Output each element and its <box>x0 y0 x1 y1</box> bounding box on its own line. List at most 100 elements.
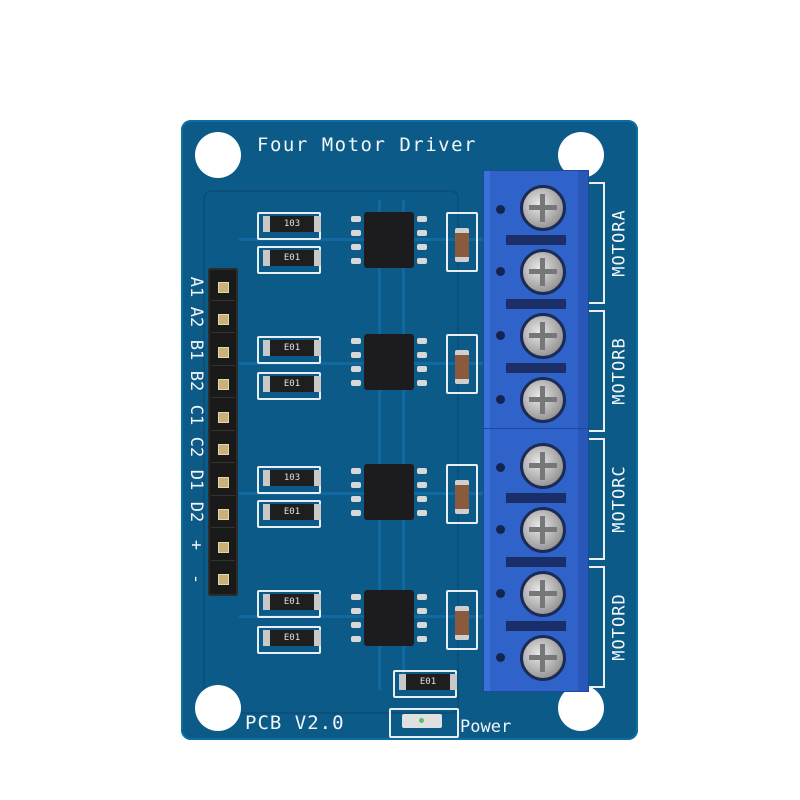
pin-label-minus: - <box>186 573 206 585</box>
divider <box>211 300 235 301</box>
header-pin[interactable] <box>218 477 229 488</box>
resistor: 103 <box>263 216 321 232</box>
screw-terminal[interactable] <box>520 443 566 489</box>
pin-label-b2: B2 <box>186 370 206 392</box>
divider <box>211 332 235 333</box>
divider <box>211 397 235 398</box>
terminal-dot <box>496 589 505 598</box>
terminal-dot <box>496 653 505 662</box>
capacitor <box>455 350 469 384</box>
ic-lead <box>417 594 427 600</box>
mounting-hole-bottom-right <box>558 685 604 731</box>
ic-lead <box>417 366 427 372</box>
screw-terminal[interactable] <box>520 635 566 681</box>
capacitor <box>455 606 469 640</box>
ic-lead <box>351 258 361 264</box>
terminal-block-cd[interactable] <box>483 428 589 692</box>
led-indicator <box>419 718 424 723</box>
ic-lead <box>417 216 427 222</box>
screw-terminal[interactable] <box>520 185 566 231</box>
screw-terminal[interactable] <box>520 571 566 617</box>
pin-header[interactable] <box>208 268 238 596</box>
mounting-hole-bottom-left <box>195 685 241 731</box>
terminal-slot <box>506 299 566 309</box>
ic-lead <box>417 496 427 502</box>
header-pin[interactable] <box>218 574 229 585</box>
terminal-block-ab[interactable] <box>483 170 589 434</box>
resistor: E01 <box>263 630 321 646</box>
pin-label-a1: A1 <box>186 276 206 298</box>
capacitor-pad <box>446 590 478 650</box>
motor-labels: MOTORA MOTORB MOTORC MOTORD <box>605 180 635 690</box>
divider <box>211 430 235 431</box>
pcb-version-label: PCB V2.0 <box>245 712 345 734</box>
ic-lead <box>351 510 361 516</box>
ic-lead <box>417 338 427 344</box>
header-pin[interactable] <box>218 347 229 358</box>
capacitor <box>455 228 469 262</box>
capacitor <box>455 480 469 514</box>
mounting-hole-top-left <box>195 132 241 178</box>
pin-label-c2: C2 <box>186 436 206 458</box>
resistor: E01 <box>263 594 321 610</box>
terminal-dot <box>496 395 505 404</box>
header-pin[interactable] <box>218 314 229 325</box>
resistor: 103 <box>263 470 321 486</box>
header-pin[interactable] <box>218 444 229 455</box>
led-pad <box>389 708 459 738</box>
pin-label-b1: B1 <box>186 339 206 361</box>
ic-lead <box>417 622 427 628</box>
motor-label-b: MOTORB <box>610 337 631 405</box>
header-pin[interactable] <box>218 379 229 390</box>
resistor: E01 <box>263 504 321 520</box>
resistor: E01 <box>263 250 321 266</box>
header-pin-labels: A1 A2 B1 B2 C1 C2 D1 D2 + - <box>183 270 209 600</box>
terminal-dot <box>496 525 505 534</box>
header-pin[interactable] <box>218 282 229 293</box>
ic-lead <box>417 352 427 358</box>
ic-lead <box>351 366 361 372</box>
screw-terminal[interactable] <box>520 507 566 553</box>
screw-terminal[interactable] <box>520 377 566 423</box>
ic-lead <box>351 338 361 344</box>
pin-label-d2: D2 <box>186 501 206 523</box>
pin-label-c1: C1 <box>186 404 206 426</box>
pcb-board: Four Motor Driver A1 A2 B1 B2 C1 C2 D1 D… <box>181 120 638 740</box>
motor-c-bracket <box>589 438 605 560</box>
driver-ic <box>364 464 414 520</box>
ic-lead <box>351 216 361 222</box>
terminal-dot <box>496 267 505 276</box>
capacitor-pad <box>446 212 478 272</box>
ic-lead <box>351 244 361 250</box>
motor-d-bracket <box>589 566 605 688</box>
pcb-trace <box>402 200 405 690</box>
ic-lead <box>351 608 361 614</box>
divider <box>211 527 235 528</box>
ic-lead <box>417 468 427 474</box>
terminal-dot <box>496 463 505 472</box>
motor-label-a: MOTORA <box>610 209 631 277</box>
screw-terminal[interactable] <box>520 249 566 295</box>
ic-lead <box>417 258 427 264</box>
ic-lead <box>351 230 361 236</box>
header-pin[interactable] <box>218 542 229 553</box>
resistor: E01 <box>263 376 321 392</box>
ic-lead <box>417 636 427 642</box>
header-pin[interactable] <box>218 509 229 520</box>
ic-lead <box>351 482 361 488</box>
terminal-slot <box>506 621 566 631</box>
board-outline-trace <box>203 190 459 714</box>
divider <box>211 560 235 561</box>
motor-b-bracket <box>589 310 605 432</box>
terminal-slot <box>506 235 566 245</box>
screw-terminal[interactable] <box>520 313 566 359</box>
header-pin[interactable] <box>218 412 229 423</box>
pin-label-a2: A2 <box>186 306 206 328</box>
ic-lead <box>351 468 361 474</box>
ic-lead <box>351 352 361 358</box>
terminal-slot <box>506 493 566 503</box>
pcb-trace <box>378 200 381 690</box>
motor-label-d: MOTORD <box>610 593 631 661</box>
driver-ic <box>364 590 414 646</box>
divider <box>211 495 235 496</box>
